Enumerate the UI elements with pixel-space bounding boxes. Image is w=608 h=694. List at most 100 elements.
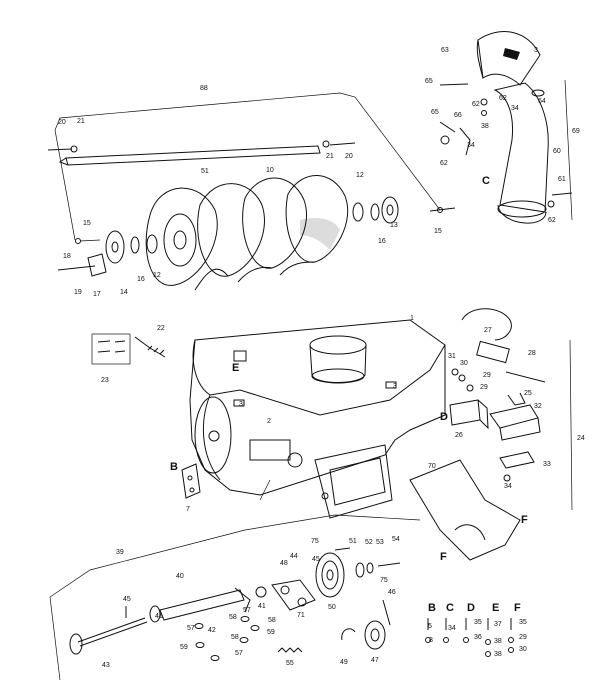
- view-letter-label: F: [440, 551, 447, 563]
- part-number-label: 35: [474, 619, 482, 626]
- auger-group-outline: [54, 92, 441, 211]
- part-number-label: 3: [393, 383, 397, 390]
- part-number-label: 37: [494, 621, 502, 628]
- part-number-label: 75: [380, 577, 388, 584]
- part-number-label: 54: [392, 536, 400, 543]
- auger-shaft: [65, 145, 321, 166]
- part-number-label: 57: [235, 650, 243, 657]
- view-letter-label: B: [428, 602, 436, 614]
- part-number-label: 12: [153, 272, 161, 279]
- part-number-label: 30: [519, 646, 527, 653]
- part-number-label: 46: [388, 589, 396, 596]
- part-number-label: 15: [83, 220, 91, 227]
- discharge-chute-assembly: [439, 31, 573, 224]
- part-number-label: 47: [371, 657, 379, 664]
- part-number-label: 58: [268, 617, 276, 624]
- view-letter-label: F: [521, 514, 528, 526]
- part-number-label: 69: [572, 128, 580, 135]
- part-number-label: 44: [290, 553, 298, 560]
- part-number-label: 22: [157, 325, 165, 332]
- view-letter-label: C: [446, 602, 454, 614]
- part-number-label: 19: [74, 289, 82, 296]
- part-number-label: 41: [155, 613, 163, 620]
- part-number-label: 25: [524, 390, 532, 397]
- view-letter-label: B: [170, 461, 178, 473]
- part-number-label: 66: [454, 112, 462, 119]
- part-number-label: 3: [534, 47, 538, 54]
- part-number-label: 65: [425, 78, 433, 85]
- part-number-label: 7: [186, 506, 190, 513]
- part-number-label: 21: [326, 153, 334, 160]
- part-number-label: 50: [328, 604, 336, 611]
- drive-group-outline: [49, 514, 421, 598]
- part-number-label: 57: [243, 607, 251, 614]
- auger-assembly: [47, 92, 456, 291]
- view-letter-label: E: [492, 602, 499, 614]
- part-number-label: 13: [390, 222, 398, 229]
- drive-pulley-assembly: [49, 514, 421, 681]
- part-number-label: 31: [448, 353, 456, 360]
- part-number-label: 38: [494, 651, 502, 658]
- part-number-label: 15: [434, 228, 442, 235]
- part-number-label: 62: [548, 217, 556, 224]
- part-number-label: 16: [137, 276, 145, 283]
- view-letter-label: F: [514, 602, 521, 614]
- part-number-label: 63: [441, 47, 449, 54]
- hardware-legend: [425, 618, 514, 657]
- part-number-label: 48: [280, 560, 288, 567]
- part-number-label: 34: [511, 105, 519, 112]
- part-number-label: 42: [208, 627, 216, 634]
- hardware-pack-23: [91, 333, 131, 365]
- part-number-label: 3: [239, 401, 243, 408]
- part-number-label: 8: [429, 637, 433, 644]
- part-number-label: 53: [376, 539, 384, 546]
- part-number-label: 23: [101, 377, 109, 384]
- part-number-label: 45: [123, 596, 131, 603]
- part-number-label: 62: [499, 95, 507, 102]
- part-number-label: 32: [534, 403, 542, 410]
- belt-shroud: [409, 459, 521, 561]
- part-number-label: 40: [176, 573, 184, 580]
- part-number-label: 24: [577, 435, 585, 442]
- part-number-label: 20: [58, 119, 66, 126]
- part-number-label: 5: [428, 623, 432, 630]
- part-number-label: 59: [267, 629, 275, 636]
- part-number-label: 62: [440, 160, 448, 167]
- part-number-label: 33: [543, 461, 551, 468]
- part-number-label: 34: [467, 142, 475, 149]
- part-number-label: 29: [483, 372, 491, 379]
- view-letter-label: C: [482, 175, 490, 187]
- view-letter-label: D: [440, 411, 448, 423]
- part-number-label: 59: [180, 644, 188, 651]
- part-number-label: 45: [312, 556, 320, 563]
- part-number-label: 21: [77, 118, 85, 125]
- part-number-label: 70: [428, 463, 436, 470]
- part-number-label: 2: [267, 418, 271, 425]
- part-number-label: 30: [460, 360, 468, 367]
- part-number-label: 52: [365, 539, 373, 546]
- part-number-label: 26: [455, 432, 463, 439]
- part-number-label: 12: [356, 172, 364, 179]
- part-number-label: 34: [448, 625, 456, 632]
- part-number-label: 75: [311, 538, 319, 545]
- chute-deflector: [477, 31, 541, 86]
- part-number-label: 62: [472, 101, 480, 108]
- part-number-label: 41: [258, 603, 266, 610]
- part-number-label: 39: [116, 549, 124, 556]
- auger-flights: [145, 175, 349, 291]
- part-number-label: 71: [297, 612, 305, 619]
- part-number-label: 49: [340, 659, 348, 666]
- part-number-label: 34: [504, 483, 512, 490]
- view-letter-label: E: [232, 362, 239, 374]
- part-number-label: 17: [93, 291, 101, 298]
- view-letter-label: D: [467, 602, 475, 614]
- part-number-label: 29: [480, 384, 488, 391]
- part-number-label: 27: [484, 327, 492, 334]
- part-number-label: 51: [349, 538, 357, 545]
- part-number-label: 1: [410, 315, 414, 322]
- auger-housing: [181, 319, 446, 519]
- part-number-label: 58: [231, 634, 239, 641]
